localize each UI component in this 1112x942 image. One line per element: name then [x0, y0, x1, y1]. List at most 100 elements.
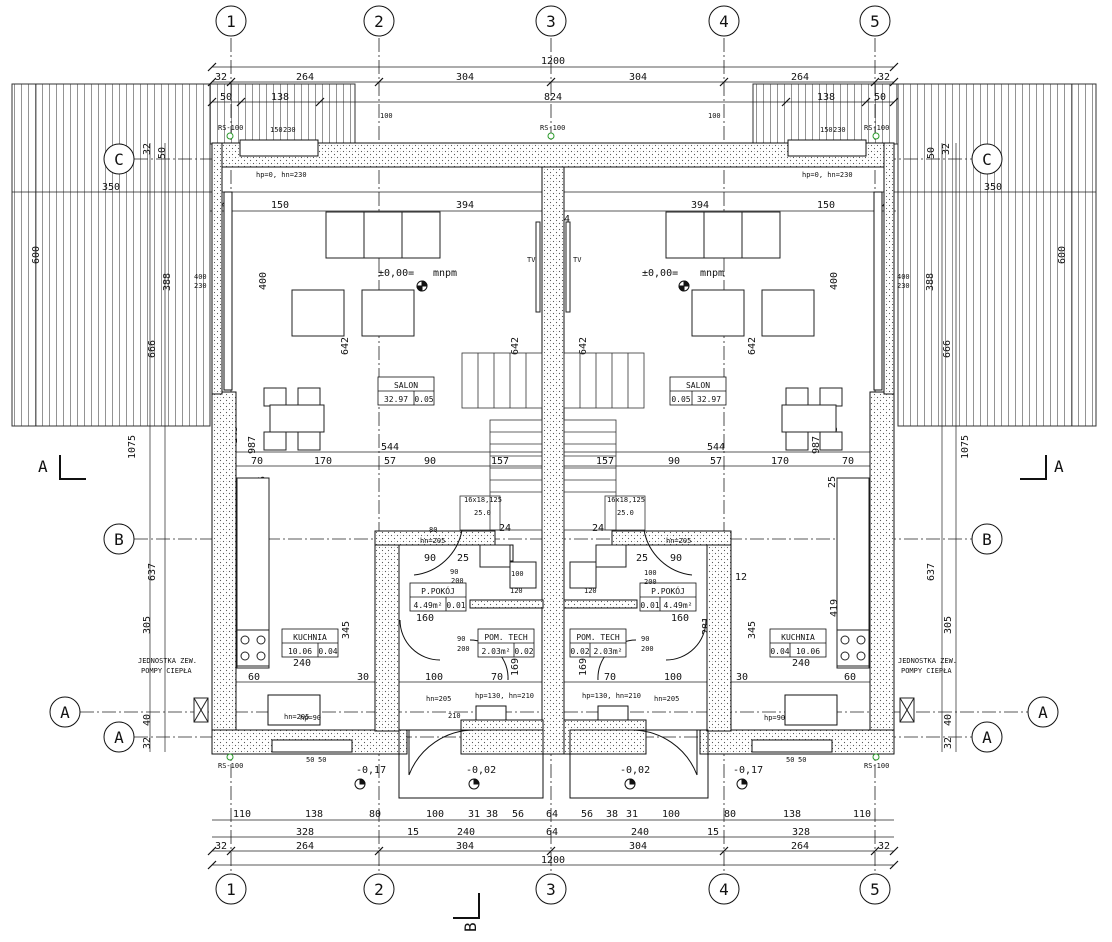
dim-bottom-r1-7: 56: [512, 809, 524, 820]
tv-label-r: TV: [573, 256, 582, 264]
dim-right-v-50: 50: [926, 147, 937, 159]
dim-wc-10: 160: [671, 613, 689, 624]
dim-mid-544-r: 544: [707, 442, 725, 453]
door-size-14: 50: [798, 756, 806, 764]
axis-label-c-right: C: [982, 150, 992, 169]
room-code-tech-r: 0.02: [570, 647, 589, 656]
dim-top-seg-5: 264: [791, 72, 809, 83]
axis-label-c-left: C: [114, 150, 124, 169]
dim-ext-right-600: 600: [1057, 246, 1068, 264]
room-name-tech-l: POM. TECH: [484, 633, 528, 642]
dim-misc-24-l: 24: [499, 523, 511, 534]
heat-pump-note-r2: POMPY CIEPŁA: [901, 667, 952, 675]
terrace-right: [752, 83, 1097, 427]
dim-room-394-l: 394: [456, 200, 474, 211]
dim-ext-left-600: 600: [31, 246, 42, 264]
dim-bottom-r2-5: 240: [631, 827, 649, 838]
room-code-salon-r: 0.05: [671, 395, 690, 404]
door-size-11: 50: [306, 756, 314, 764]
dim-bottom-r3-2: 264: [296, 841, 314, 852]
door-hn-4: hn=205: [654, 695, 679, 703]
dim-ext-left-350: 350: [102, 182, 120, 193]
dim-bottom-r1-15: 110: [853, 809, 871, 820]
win-kitchen-3: hp=90: [300, 714, 321, 722]
dim-top-inner-5: 50: [874, 92, 886, 103]
door-size-12: 50: [318, 756, 326, 764]
dim-bottom-total: 1200: [541, 855, 565, 866]
axis-label-a2-left: A: [114, 728, 124, 747]
room-name-tech-r: POM. TECH: [576, 633, 620, 642]
dim-bottom-r1-10: 38: [606, 809, 618, 820]
dim-bottom-r1-1: 110: [233, 809, 251, 820]
dim-misc-24-r: 24: [592, 523, 604, 534]
door-size-8: 200: [644, 578, 657, 586]
level-zero-left: ±0,00=: [378, 268, 414, 279]
dim-top-seg-2: 264: [296, 72, 314, 83]
rs-label-4: RS-100: [218, 762, 243, 770]
door-size-4: 200: [457, 645, 470, 653]
window-label-230-tr: 230: [833, 126, 846, 134]
dim-top-inner-1: 50: [220, 92, 232, 103]
dim-left-v-666: 666: [147, 340, 158, 358]
dim-right-v-32: 32: [941, 143, 952, 155]
dim-left-v-1075: 1075: [127, 435, 138, 459]
dim-kitchen-r-5: 240: [792, 658, 810, 669]
window-label-230-tl: 230: [283, 126, 296, 134]
win-kitchen-1: hp=130, hn=210: [475, 692, 534, 700]
dim-right-v-32b: 32: [943, 737, 954, 749]
dim-mid-10: 70: [842, 456, 854, 467]
axis-label-a2-right: A: [982, 728, 992, 747]
axis-label-3-top: 3: [546, 12, 556, 31]
dim-right-v-388: 388: [925, 273, 936, 291]
dim-misc-12-r: 12: [735, 572, 747, 583]
door-hn-1: hn=205: [420, 537, 445, 545]
room-area-salon-r: 32.97: [697, 395, 721, 404]
dim-bottom-r1-11: 31: [626, 809, 638, 820]
sill-label-r: hp=0, hn=230: [802, 171, 853, 179]
dim-bottom-r1-6: 38: [486, 809, 498, 820]
dim-wc-3: 25: [457, 553, 469, 564]
dim-bottom-r1-2: 138: [305, 809, 323, 820]
dim-top-seg-4: 304: [629, 72, 647, 83]
dim-wc-7: 90: [670, 553, 682, 564]
level-zero-right: ±0,00=: [642, 268, 678, 279]
dim-left-v-40: 40: [142, 714, 153, 726]
dim-bottom-r3-4: 304: [629, 841, 647, 852]
dim-mid-7: 90: [668, 456, 680, 467]
dim-mid-1: 70: [251, 456, 263, 467]
tv-label-l: TV: [527, 256, 536, 264]
dim-kitchen-r-4: 30: [736, 672, 748, 683]
dim-misc-642-c: 642: [578, 337, 589, 355]
axis-label-3-bottom: 3: [546, 880, 556, 899]
dim-left-v-50: 50: [157, 147, 168, 159]
window-label-400-l: 400: [194, 273, 207, 281]
axis-label-1-top: 1: [226, 12, 236, 31]
level-mnpm-right: mnpm: [700, 268, 724, 279]
door-size-10: 210: [448, 712, 461, 720]
rs-label-2: RS-100: [540, 124, 565, 132]
heat-pump-units: [193, 697, 915, 723]
dim-top-seg-1: 32: [215, 72, 227, 83]
door-hn-3: hn=205: [426, 695, 451, 703]
heat-pump-note-l2: POMPY CIEPŁA: [141, 667, 192, 675]
dim-ext-right-350: 350: [984, 182, 1002, 193]
dim-wc-8: 25: [636, 553, 648, 564]
window-label-100-l: 100: [380, 112, 393, 120]
room-name-kuchnia-l: KUCHNIA: [293, 633, 327, 642]
door-size-2: 200: [451, 577, 464, 585]
dim-left-v-32: 32: [142, 143, 153, 155]
dim-misc-419-r: 419: [829, 599, 840, 617]
dim-top-total: 1200: [541, 56, 565, 67]
level-markers: [354, 280, 748, 790]
door-hn-2: hn=205: [284, 713, 309, 721]
section-label-a-left: A: [38, 457, 48, 476]
rs-label-5: RS-100: [864, 762, 889, 770]
room-label-boxes: [281, 376, 827, 658]
stairs: [459, 352, 646, 531]
axis-label-a1-left: A: [60, 703, 70, 722]
dim-ticks: [207, 62, 899, 870]
rs-markers: [226, 132, 880, 761]
dim-kitchen-l-7: 70: [491, 672, 503, 683]
dim-room-150-l: 150: [271, 200, 289, 211]
dim-mid-3: 57: [384, 456, 396, 467]
